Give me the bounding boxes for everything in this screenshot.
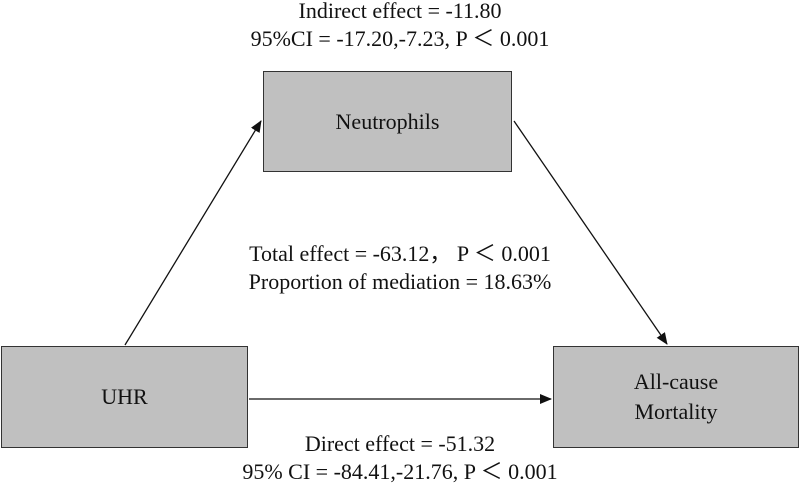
- node-outcome-label-line2: Mortality: [634, 399, 718, 424]
- node-exposure-label: UHR: [101, 384, 148, 409]
- total-effect-label: Total effect = -63.12， P ＜ 0.001 Proport…: [200, 240, 600, 296]
- proportion-mediation: Proportion of mediation = 18.63%: [248, 269, 552, 294]
- arrow-exposure-to-mediator: [124, 120, 262, 346]
- direct-effect-label: Direct effect = -51.32 95% CI = -84.41,-…: [200, 430, 600, 486]
- node-outcome: All-cause Mortality: [553, 346, 799, 448]
- indirect-effect-label: Indirect effect = -11.80 95%CI = -17.20,…: [200, 0, 600, 53]
- node-mediator-label: Neutrophils: [335, 108, 440, 134]
- indirect-effect-ci: 95%CI = -17.20,-7.23, P ＜ 0.001: [250, 26, 550, 51]
- total-effect-value: Total effect = -63.12， P ＜ 0.001: [249, 241, 551, 266]
- indirect-effect-value: Indirect effect = -11.80: [298, 0, 502, 23]
- direct-effect-value: Direct effect = -51.32: [304, 431, 496, 456]
- node-exposure: UHR: [1, 346, 248, 448]
- direct-effect-ci: 95% CI = -84.41,-21.76, P ＜ 0.001: [242, 459, 558, 484]
- node-outcome-label-line1: All-cause: [633, 369, 719, 394]
- arrow-mediator-to-outcome: [513, 120, 668, 345]
- node-mediator: Neutrophils: [263, 71, 512, 172]
